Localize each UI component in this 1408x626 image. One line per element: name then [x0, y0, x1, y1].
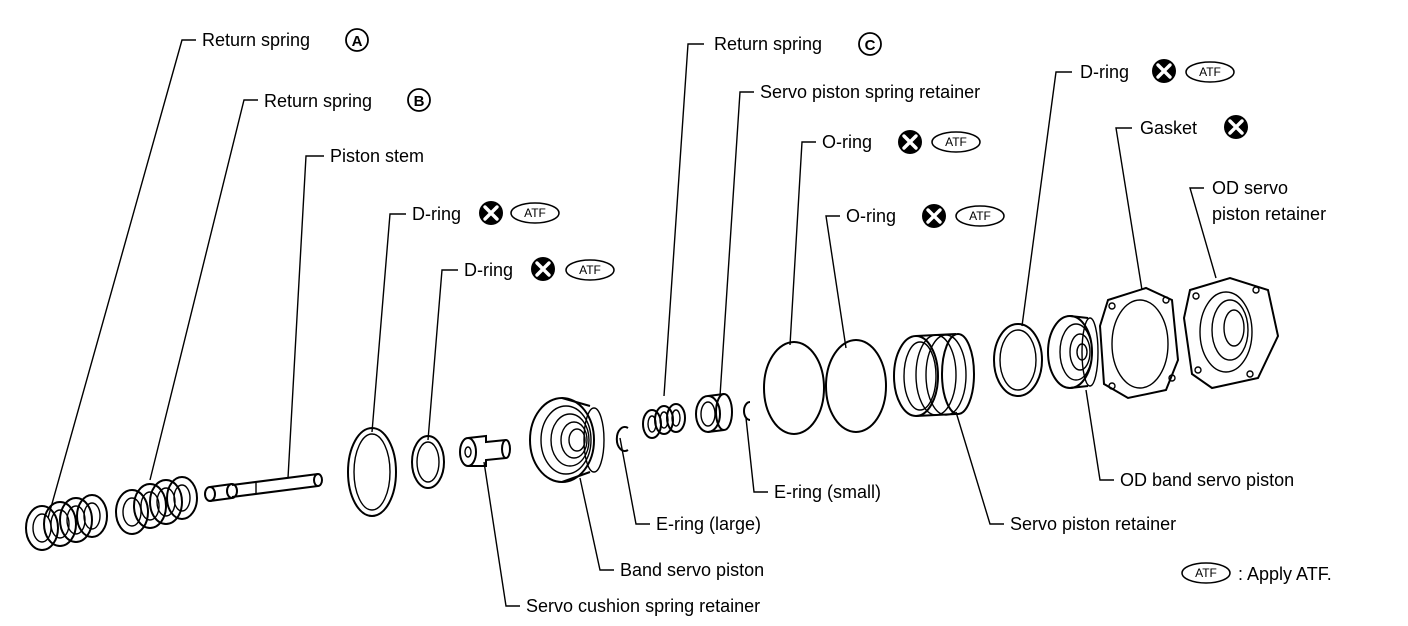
leader-od-band-servo-piston: [1085, 389, 1114, 481]
leader-return-spring-a: [47, 39, 196, 519]
leader-band-servo-piston: [579, 477, 614, 571]
leader-return-spring-b: [149, 99, 258, 481]
svg-text:C: C: [865, 37, 876, 54]
leader-d-ring-1: [371, 213, 406, 433]
leader-d-ring-2: [427, 269, 458, 441]
atf-label: ATF: [945, 135, 967, 149]
gasket-part: [1098, 286, 1180, 400]
return-spring-c-part: [642, 403, 686, 439]
d-ring-1-part: [347, 427, 397, 517]
servo-piston-retainer-part: [893, 333, 975, 417]
label-od-servo-line-2: piston retainer: [1212, 204, 1326, 224]
label-e-ring-large: E-ring (large): [656, 514, 761, 534]
label-band-servo-piston: Band servo piston: [620, 560, 764, 580]
label-o-ring-1: O-ring: [822, 132, 872, 152]
label-return-spring-a: Return spring: [202, 30, 310, 50]
atf-label: ATF: [969, 209, 991, 223]
x-circle-icon: [1222, 113, 1250, 141]
return-spring-a-part: [25, 494, 108, 551]
leader-o-ring-1: [789, 141, 816, 346]
d-ring-3-part: [993, 323, 1043, 397]
label-servo-cushion-spring-retainer: Servo cushion spring retainer: [526, 596, 760, 616]
leader-piston-stem: [287, 155, 324, 479]
label-servo-piston-retainer: Servo piston retainer: [1010, 514, 1176, 534]
label-piston-stem: Piston stem: [330, 146, 424, 166]
d-ring-2-part: [411, 435, 445, 489]
badge-b: B: [407, 88, 431, 112]
label-return-spring-b: Return spring: [264, 91, 372, 111]
label-od-servo-line-1: OD servo: [1212, 178, 1288, 198]
label-e-ring-small: E-ring (small): [774, 482, 881, 502]
od-servo-piston-retainer-part: [1182, 276, 1280, 390]
o-ring-2-part: [825, 339, 887, 433]
o-ring-1-part: [763, 341, 825, 435]
e-ring-large-part: [615, 426, 629, 452]
labels: Return spring A Return spring B Piston s…: [202, 28, 1326, 616]
label-d-ring-3: D-ring: [1080, 62, 1129, 82]
leader-return-spring-c: [663, 43, 704, 397]
band-servo-piston-part: [529, 397, 605, 483]
x-circle-icon: [477, 199, 505, 227]
legend: ATF : Apply ATF.: [1181, 562, 1332, 584]
badge-c: C: [858, 32, 882, 56]
leader-servo-piston-spring-retainer: [719, 91, 754, 397]
legend-text: : Apply ATF.: [1238, 564, 1332, 584]
atf-label: ATF: [524, 206, 546, 220]
svg-text:B: B: [414, 93, 425, 110]
leader-servo-piston-retainer: [955, 411, 1004, 525]
leader-d-ring-3: [1021, 71, 1072, 327]
badge-a: A: [345, 28, 369, 52]
svg-text:A: A: [352, 33, 363, 50]
label-servo-piston-spring-retainer: Servo piston spring retainer: [760, 82, 980, 102]
servo-piston-spring-retainer-part: [695, 393, 733, 433]
atf-label: ATF: [1199, 65, 1221, 79]
label-gasket: Gasket: [1140, 118, 1197, 138]
label-d-ring-2: D-ring: [464, 260, 513, 280]
leader-gasket: [1115, 127, 1143, 291]
label-d-ring-1: D-ring: [412, 204, 461, 224]
leader-lines: [47, 39, 1217, 607]
label-o-ring-2: O-ring: [846, 206, 896, 226]
leader-od-servo-piston-retainer: [1189, 187, 1217, 279]
e-ring-small-part: [743, 401, 751, 421]
leader-o-ring-2: [825, 215, 847, 349]
x-circle-icon: [920, 202, 948, 230]
label-od-band-servo-piston: OD band servo piston: [1120, 470, 1294, 490]
label-return-spring-c: Return spring: [714, 34, 822, 54]
piston-stem-part: [204, 473, 323, 502]
leader-e-ring-large: [619, 437, 650, 525]
x-circle-icon: [1150, 57, 1178, 85]
atf-label: ATF: [579, 263, 601, 277]
servo-cushion-spring-retainer-part: [459, 434, 511, 467]
return-spring-b-part: [115, 476, 198, 535]
legend-atf-symbol: ATF: [1195, 566, 1217, 580]
x-circle-icon: [896, 128, 924, 156]
leader-e-ring-small: [745, 417, 768, 493]
x-circle-icon: [529, 255, 557, 283]
od-band-servo-piston-part: [1047, 315, 1099, 389]
leader-servo-cushion-spring-retainer: [483, 461, 520, 607]
